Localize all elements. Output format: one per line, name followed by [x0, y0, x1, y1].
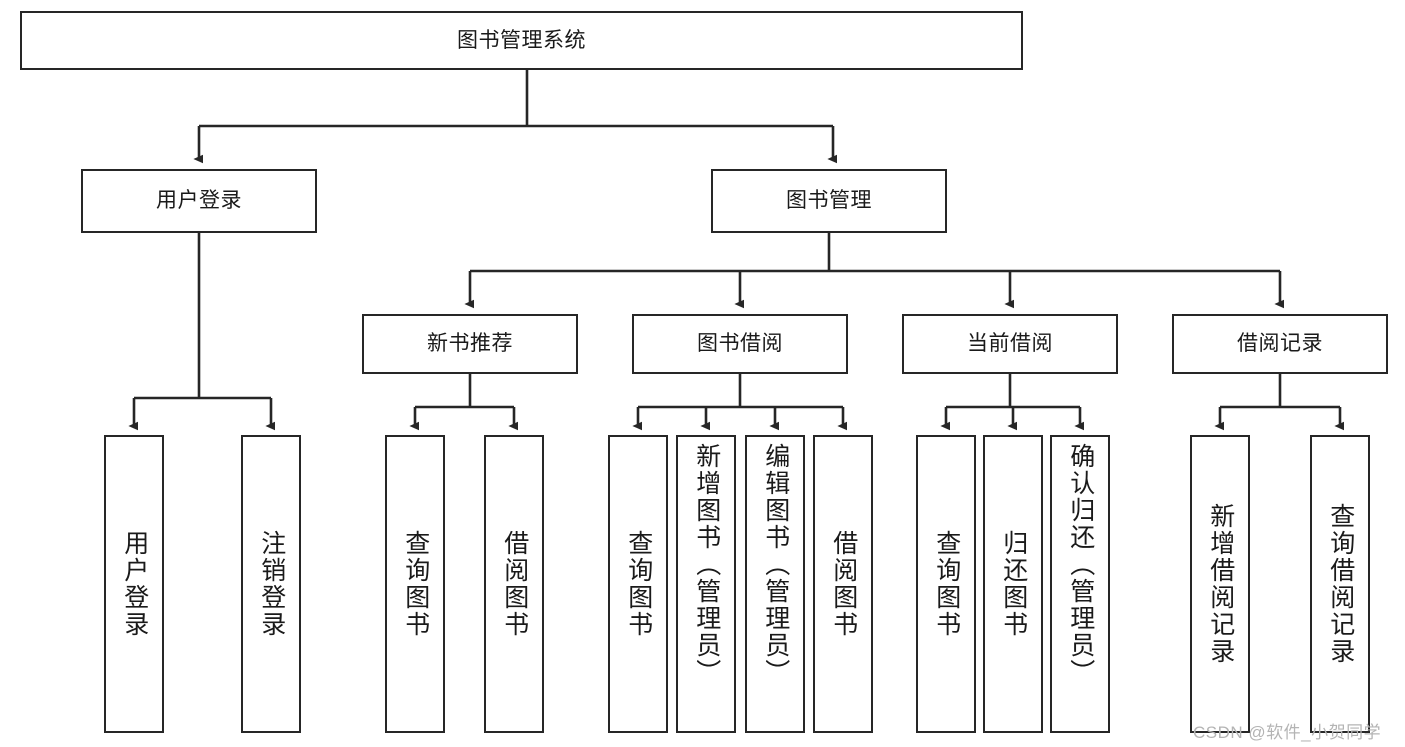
- node-borrow-record-label: 借阅记录: [1237, 332, 1323, 356]
- node-new-book-recommend[interactable]: 新书推荐: [362, 314, 578, 374]
- leaf-query-book-recommend[interactable]: 查询图书: [385, 435, 445, 733]
- leaf-edit-book-admin-label: 编辑图书（管理员）: [761, 443, 790, 686]
- node-root-label: 图书管理系统: [457, 28, 586, 52]
- node-root[interactable]: 图书管理系统: [20, 11, 1023, 70]
- leaf-query-book-current-label: 查询图书: [932, 530, 961, 638]
- leaf-query-book-recommend-label: 查询图书: [401, 530, 430, 638]
- leaf-logout-label: 注销登录: [257, 530, 286, 638]
- leaf-add-borrow-record-label: 新增借阅记录: [1206, 503, 1235, 665]
- leaf-query-book-borrow-label: 查询图书: [624, 530, 653, 638]
- leaf-confirm-return-admin[interactable]: 确认归还（管理员）: [1050, 435, 1110, 733]
- node-borrow-record[interactable]: 借阅记录: [1172, 314, 1388, 374]
- node-book-borrow-label: 图书借阅: [697, 332, 783, 356]
- leaf-user-login-label: 用户登录: [120, 530, 149, 638]
- watermark: CSDN @软件_小贺同学: [1193, 723, 1382, 742]
- node-user-login-label: 用户登录: [156, 189, 242, 213]
- node-book-management-label: 图书管理: [786, 189, 872, 213]
- leaf-borrow-book-recommend-label: 借阅图书: [500, 530, 529, 638]
- leaf-return-book-label: 归还图书: [999, 530, 1028, 638]
- leaf-return-book[interactable]: 归还图书: [983, 435, 1043, 733]
- leaf-add-book-admin-label: 新增图书（管理员）: [692, 443, 721, 686]
- leaf-add-borrow-record[interactable]: 新增借阅记录: [1190, 435, 1250, 733]
- leaf-query-book-current[interactable]: 查询图书: [916, 435, 976, 733]
- leaf-add-book-admin[interactable]: 新增图书（管理员）: [676, 435, 736, 733]
- leaf-query-book-borrow[interactable]: 查询图书: [608, 435, 668, 733]
- leaf-query-borrow-record-label: 查询借阅记录: [1326, 503, 1355, 665]
- leaf-borrow-book-recommend[interactable]: 借阅图书: [484, 435, 544, 733]
- leaf-confirm-return-admin-label: 确认归还（管理员）: [1066, 443, 1095, 686]
- node-book-management[interactable]: 图书管理: [711, 169, 947, 233]
- leaf-query-borrow-record[interactable]: 查询借阅记录: [1310, 435, 1370, 733]
- leaf-logout[interactable]: 注销登录: [241, 435, 301, 733]
- leaf-borrow-book[interactable]: 借阅图书: [813, 435, 873, 733]
- leaf-edit-book-admin[interactable]: 编辑图书（管理员）: [745, 435, 805, 733]
- node-user-login[interactable]: 用户登录: [81, 169, 317, 233]
- leaf-borrow-book-label: 借阅图书: [829, 530, 858, 638]
- node-book-borrow[interactable]: 图书借阅: [632, 314, 848, 374]
- node-current-borrow[interactable]: 当前借阅: [902, 314, 1118, 374]
- node-current-borrow-label: 当前借阅: [967, 332, 1053, 356]
- node-new-book-recommend-label: 新书推荐: [427, 332, 513, 356]
- leaf-user-login[interactable]: 用户登录: [104, 435, 164, 733]
